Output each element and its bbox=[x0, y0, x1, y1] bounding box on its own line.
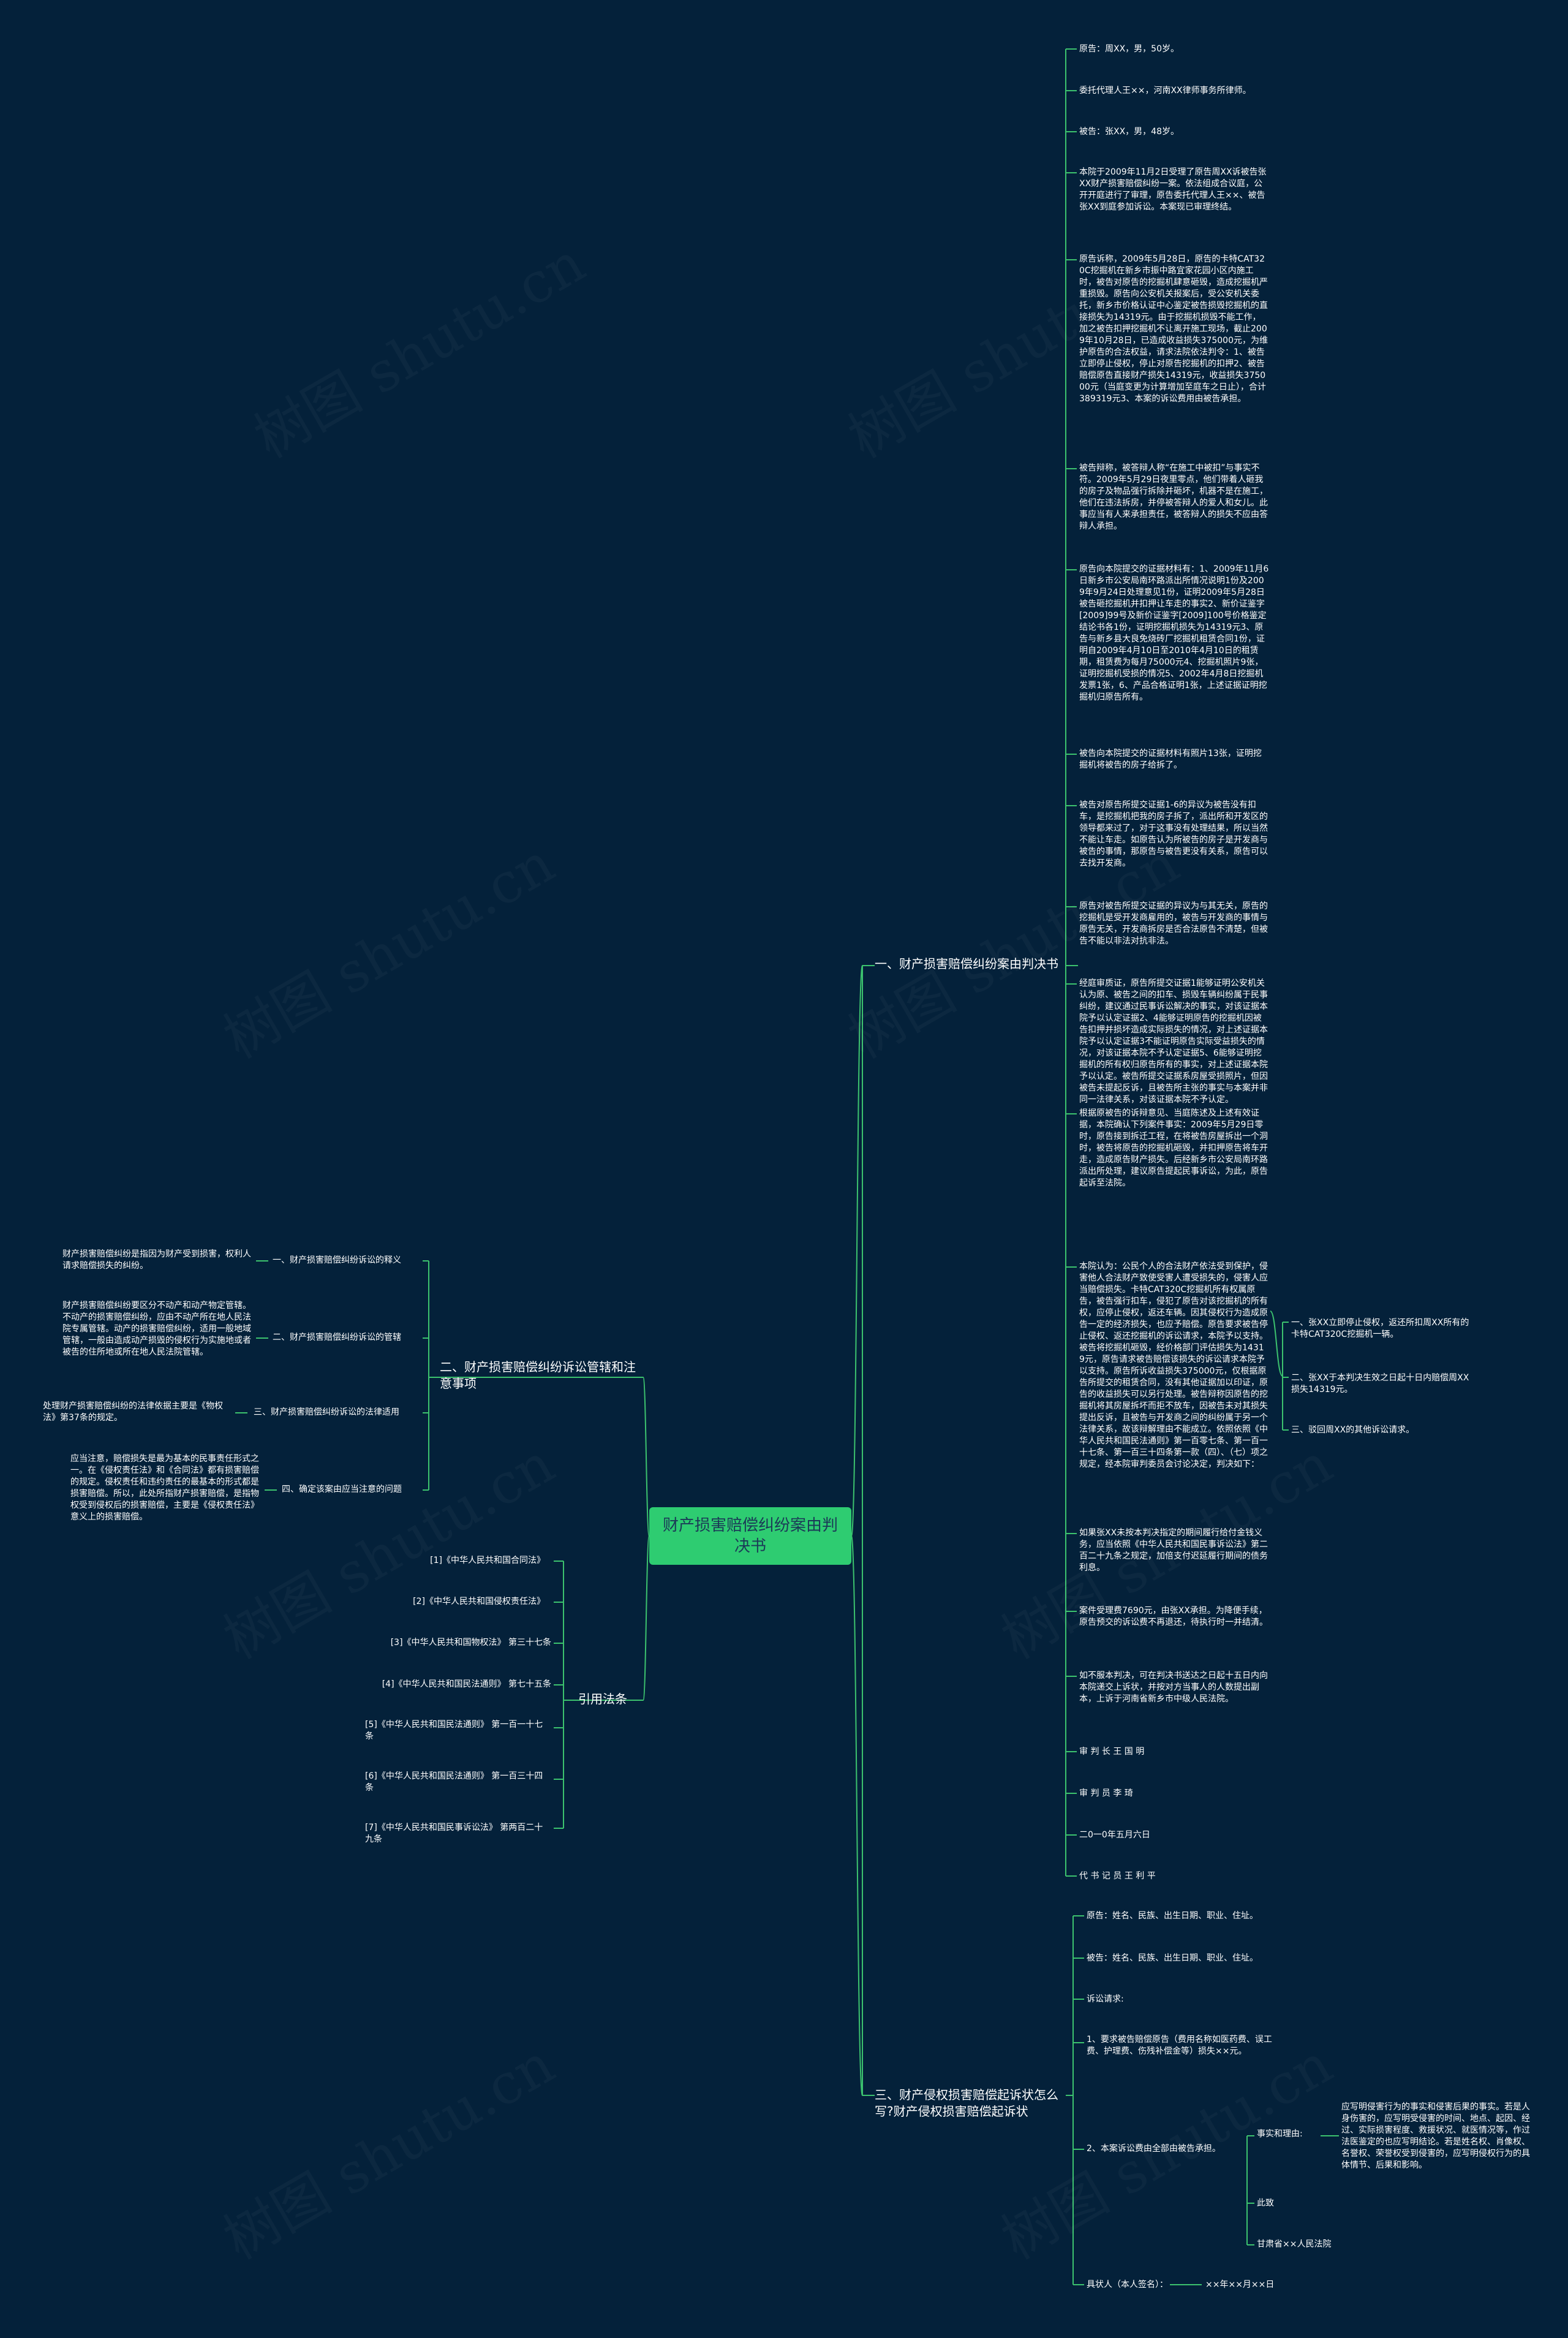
citation-item[interactable]: [3]《中华人民共和国物权法》 第三十七条 bbox=[390, 1638, 551, 1648]
facts-label: 事实和理由: bbox=[1257, 2129, 1303, 2139]
jurisdiction-item-label: 二、财产损害赔偿纠纷诉讼的管辖 bbox=[273, 1333, 401, 1342]
jurisdiction-item-label: 四、确定该案由应当注意的问题 bbox=[282, 1485, 402, 1494]
branch-complaint[interactable]: 三、财产侵权损害赔偿起诉状怎么写?财产侵权损害赔偿起诉状 bbox=[875, 2087, 1058, 2119]
jurisdiction-item-text: 财产损害赔偿纠纷要区分不动产和动产物定管辖。不动产的损害赔偿纠纷，应由不动产所在… bbox=[62, 1301, 251, 1357]
citation-item[interactable]: [7]《中华人民共和国民事诉讼法》 第两百二十九条 bbox=[365, 1823, 543, 1844]
jurisdiction-item-label: 一、财产损害赔偿纠纷诉讼的释义 bbox=[273, 1255, 401, 1265]
citation-item[interactable]: [4]《中华人民共和国民法通则》 第七十五条 bbox=[382, 1679, 551, 1689]
complaint-item: 具状人（本人签名）： bbox=[1087, 2280, 1168, 2290]
judgment-item: 本院于2009年11月2日受理了原告周XX诉被告张XX财产损害赔偿纠纷一案。依法… bbox=[1079, 167, 1267, 212]
jurisdiction-item-label: 三、财产损害赔偿纠纷诉讼的法律适用 bbox=[254, 1407, 399, 1417]
closing-salutation: 此致 bbox=[1257, 2198, 1274, 2208]
complaint-item: 原告：姓名、民族、出生日期、职业、住址。 bbox=[1087, 1911, 1258, 1921]
judgment-item: 原告对被告所提交证据的异议为与其无关，原告的挖掘机是受开发商雇用的，被告与开发商… bbox=[1079, 901, 1268, 946]
judgment-ruling: 一、张XX立即停止侵权，返还所扣周XX所有的卡特CAT320C挖掘机一辆。 bbox=[1291, 1318, 1469, 1339]
judgment-item: 被告对原告所提交证据1-6的异议为被告没有扣车，是挖掘机把我的房子拆了，派出所和… bbox=[1079, 800, 1268, 868]
jurisdiction-item-text: 财产损害赔偿纠纷是指因为财产受到损害，权利人请求赔偿损失的纠纷。 bbox=[62, 1249, 251, 1271]
citation-item[interactable]: [1]《中华人民共和国合同法》 bbox=[430, 1556, 545, 1565]
judgment-item: 经庭审质证，原告所提交证据1能够证明公安机关认为原、被告之间的扣车、损毁车辆纠纷… bbox=[1079, 978, 1268, 1105]
judgment-ruling: 二、张XX于本判决生效之日起十日内赔偿周XX损失14319元。 bbox=[1291, 1373, 1469, 1394]
court-name: 甘肃省××人民法院 bbox=[1257, 2239, 1332, 2249]
judgment-item: 案件受理费7690元，由张XX承担。为降便手续，原告预交的诉讼费不再退还，待执行… bbox=[1079, 1606, 1268, 1627]
connector bbox=[851, 965, 863, 1537]
judgment-signature: 代 书 记 员 王 利 平 bbox=[1079, 1871, 1156, 1881]
judgment-signature: 审 判 长 王 国 明 bbox=[1079, 1747, 1145, 1757]
complaint-item: 被告：姓名、民族、出生日期、职业、住址。 bbox=[1087, 1953, 1258, 1963]
connector bbox=[643, 1377, 650, 1537]
judgment-date: 二0一0年五月六日 bbox=[1079, 1830, 1150, 1840]
connector bbox=[1270, 1311, 1283, 1377]
judgment-item: 本院认为：公民个人的合法财产依法受到保护，侵害他人合法财产致使受害人遭受损失的，… bbox=[1079, 1262, 1268, 1469]
judgment-item: 被告辩称，被答辩人称“在施工中被扣”与事实不符。2009年5月29日夜里零点，他… bbox=[1079, 463, 1268, 531]
citation-item[interactable]: [2]《中华人民共和国侵权责任法》 bbox=[413, 1597, 545, 1606]
judgment-item: 原告向本院提交的证据材料有：1、2009年11月6日新乡市公安局南环路派出所情况… bbox=[1079, 564, 1269, 702]
judgment-item: 委托代理人王××，河南XX律师事务所律师。 bbox=[1079, 86, 1251, 96]
jurisdiction-item-text: 应当注意，赔偿损失是最为基本的民事责任形式之一。在《侵权责任法》和《合同法》都有… bbox=[70, 1454, 259, 1522]
branch-citations[interactable]: 引用法条 bbox=[578, 1692, 627, 1706]
branch-jurisdiction[interactable]: 二、财产损害赔偿纠纷诉讼管辖和注意事项 bbox=[440, 1360, 636, 1391]
complaint-item: 1、要求被告赔偿原告（费用名称如医药费、误工费、护理费、伤残补偿金等）损失××元… bbox=[1087, 2035, 1272, 2056]
judgment-signature: 审 判 员 李 琦 bbox=[1079, 1788, 1133, 1798]
citation-item[interactable]: [6]《中华人民共和国民法通则》 第一百三十四条 bbox=[365, 1771, 543, 1793]
branch-judgment[interactable]: 一、财产损害赔偿纠纷案由判决书 bbox=[875, 956, 1058, 971]
judgment-item: 如果张XX未按本判决指定的期间履行给付金钱义务，应当依照《中华人民共和国民事诉讼… bbox=[1079, 1528, 1268, 1573]
judgment-item: 被告向本院提交的证据材料有照片13张，证明挖掘机将被告的房子给拆了。 bbox=[1079, 749, 1262, 770]
complaint-item: 2、本案诉讼费由全部由被告承担。 bbox=[1087, 2144, 1221, 2154]
jurisdiction-item-text: 处理财产损害赔偿纠纷的法律依据主要是《物权法》第37条的规定。 bbox=[43, 1401, 223, 1423]
complaint-date: ××年××月××日 bbox=[1205, 2280, 1275, 2290]
facts-text: 应写明侵害行为的事实和侵害后果的事实。若是人身伤害的，应写明受侵害的时间、地点、… bbox=[1341, 2102, 1530, 2170]
judgment-item: 如不服本判决，可在判决书送达之日起十五日内向本院递交上诉状，并按对方当事人的人数… bbox=[1079, 1671, 1268, 1704]
judgment-item: 原告：周XX，男，50岁。 bbox=[1079, 44, 1179, 54]
connector bbox=[851, 1535, 863, 2096]
citation-item[interactable]: [5]《中华人民共和国民法通则》 第一百一十七条 bbox=[365, 1720, 543, 1741]
judgment-item: 根据原被告的诉辩意见、当庭陈述及上述有效证据，本院确认下列案件事实：2009年5… bbox=[1079, 1108, 1268, 1188]
connector bbox=[643, 1535, 650, 1701]
judgment-item: 被告：张XX，男，48岁。 bbox=[1079, 127, 1179, 137]
complaint-item: 诉讼请求: bbox=[1087, 1994, 1124, 2004]
root-node[interactable]: 财产损害赔偿纠纷案由判决书 bbox=[649, 1507, 851, 1565]
judgment-item: 原告诉称，2009年5月28日，原告的卡特CAT320C挖掘机在新乡市振中路宜家… bbox=[1079, 254, 1268, 404]
judgment-ruling: 三、驳回周XX的其他诉讼请求。 bbox=[1291, 1425, 1415, 1435]
